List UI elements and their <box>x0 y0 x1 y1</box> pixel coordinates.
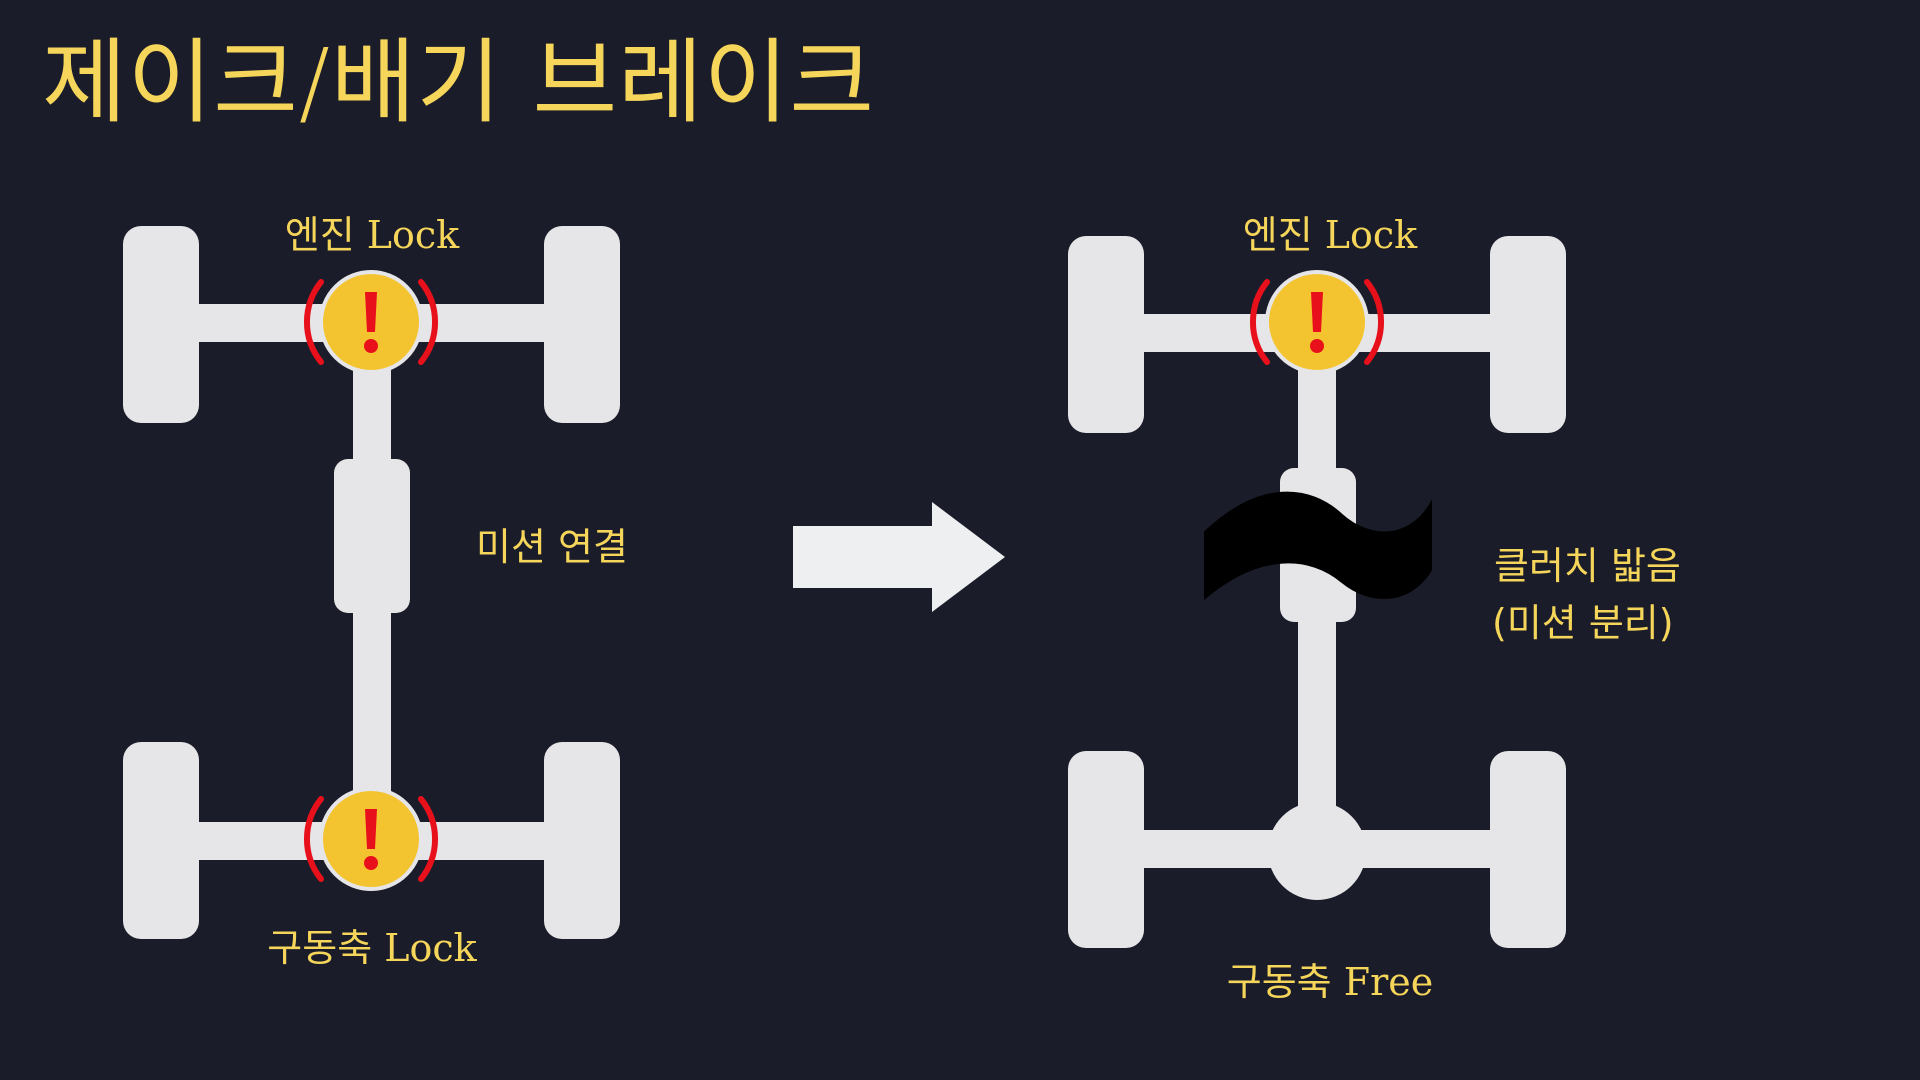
left-front-right-wheel <box>544 226 620 423</box>
right-front-right-wheel <box>1490 236 1566 433</box>
left-front-left-wheel <box>123 226 199 423</box>
right-driveshaft-label: 구동축 Free <box>1226 960 1434 1004</box>
right-clutch-sublabel: (미션 분리) <box>1492 601 1674 645</box>
right-rear-right-wheel <box>1490 751 1566 948</box>
left-engine-label: 엔진 Lock <box>284 213 460 257</box>
right-front-left-wheel <box>1068 236 1144 433</box>
right-differential <box>1268 802 1366 900</box>
left-rear-left-wheel <box>123 742 199 939</box>
warning-icon <box>304 787 438 891</box>
left-driveshaft-label: 구동축 Lock <box>267 926 477 970</box>
clutch-break-symbol <box>1204 491 1432 601</box>
left-transmission-label: 미션 연결 <box>476 525 628 569</box>
right-engine-label: 엔진 Lock <box>1242 213 1418 257</box>
page-title: 제이크/배기 브레이크 <box>42 29 876 136</box>
right-rear-left-wheel <box>1068 751 1144 948</box>
left-transmission <box>334 459 410 613</box>
right-chassis <box>1068 236 1566 948</box>
left-rear-right-wheel <box>544 742 620 939</box>
right-clutch-label: 클러치 밟음 <box>1494 544 1681 588</box>
arrow-right-icon <box>793 502 1005 612</box>
left-chassis <box>123 226 620 939</box>
warning-icon <box>1250 270 1384 374</box>
warning-icon <box>304 270 438 374</box>
